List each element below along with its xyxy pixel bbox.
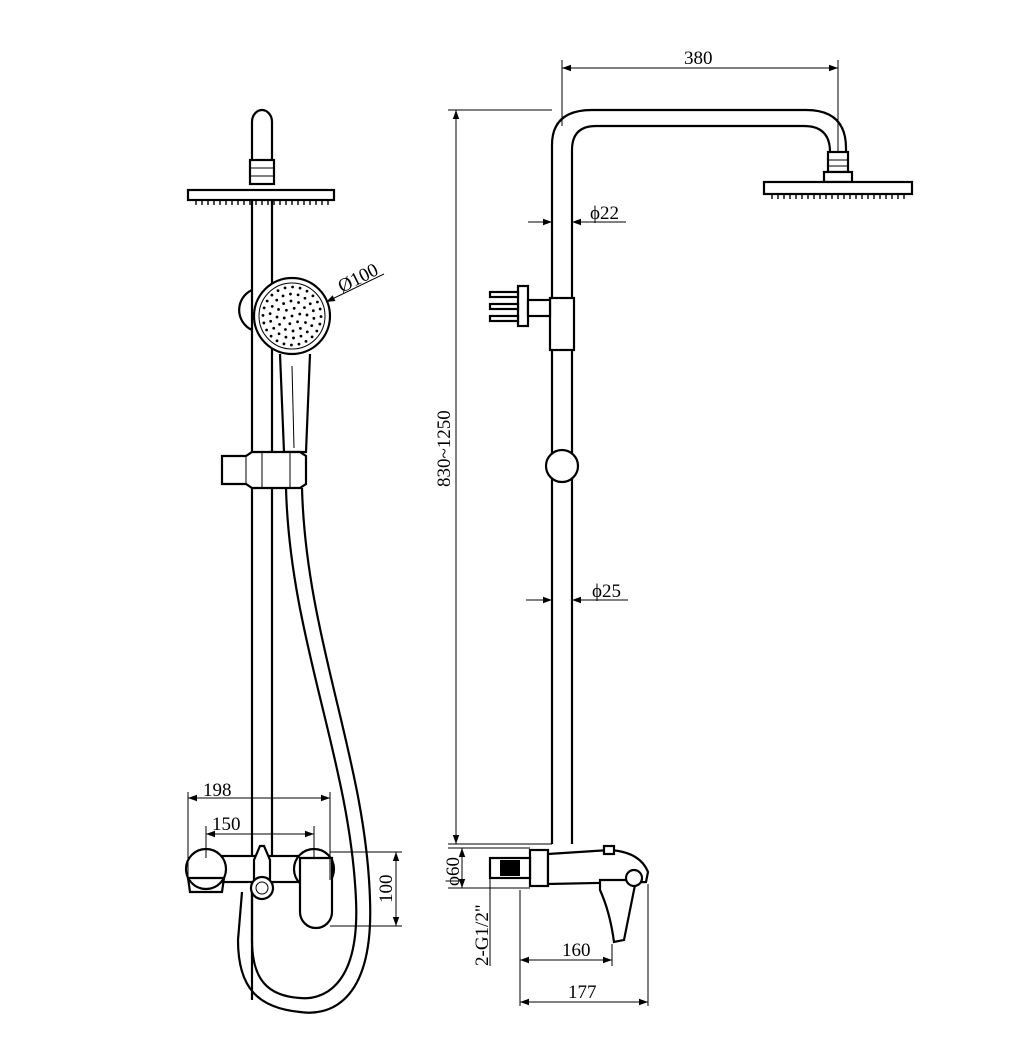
escutcheon-side xyxy=(528,848,550,888)
hose-outer xyxy=(250,487,358,1000)
nozzle-dot xyxy=(303,306,306,309)
nozzle-dot xyxy=(262,321,266,325)
front-view: 198 150 100 Ø100 xyxy=(184,108,402,1014)
nozzle-dot xyxy=(298,286,302,290)
nozzle-dot xyxy=(275,339,279,343)
hose-outlet xyxy=(249,875,275,901)
riser-arm-inner xyxy=(570,124,832,844)
dim-arm-reach: 380 xyxy=(684,48,713,69)
diverter-knob xyxy=(252,844,272,882)
nozzle-dot xyxy=(284,335,288,339)
dim-spout-projection: 160 xyxy=(562,940,591,961)
nozzle-dot xyxy=(297,301,300,304)
nozzle-dot xyxy=(312,316,316,320)
nozzle-dot xyxy=(308,302,312,306)
nozzle-dot xyxy=(291,285,294,289)
overhead-side-nozzles xyxy=(771,194,905,199)
rail-connector-nut xyxy=(248,158,276,186)
nozzle-dot xyxy=(316,300,319,304)
nozzle-dot xyxy=(299,334,303,338)
nozzle-dot xyxy=(277,308,280,311)
nozzle-dot xyxy=(318,322,322,326)
overhead-shower-plate xyxy=(186,188,336,202)
nozzle-dot xyxy=(298,312,302,316)
nozzle-dot xyxy=(315,329,319,333)
nozzle-dot xyxy=(319,315,323,318)
rail-top-cap xyxy=(250,108,274,160)
slider-knob xyxy=(544,448,580,484)
nozzle-dot xyxy=(304,340,308,343)
nozzle-dot xyxy=(282,316,286,320)
nozzle-dot xyxy=(297,342,301,346)
nozzle-dot xyxy=(277,332,281,336)
nozzle-dot xyxy=(285,308,288,312)
nozzle-dot xyxy=(284,328,287,331)
hose-inner xyxy=(236,487,372,1014)
nozzle-dot xyxy=(289,292,292,296)
nozzle-dot xyxy=(270,304,274,308)
nozzle-dot xyxy=(262,306,266,310)
dim-inlet-center: 150 xyxy=(212,814,241,835)
nozzle-dot xyxy=(276,289,280,292)
nozzle-dot xyxy=(270,293,274,297)
dim-handshower-diameter: Ø100 xyxy=(335,260,382,298)
overhead-nozzles xyxy=(195,200,329,205)
nozzle-dot xyxy=(299,327,302,330)
nozzle-dot xyxy=(282,342,286,346)
nozzle-dot xyxy=(278,323,281,326)
nozzle-dot xyxy=(305,330,309,334)
dim-height-range: 830~1250 xyxy=(434,410,455,487)
nozzle-dot xyxy=(265,328,268,332)
nozzle-dot xyxy=(288,322,292,326)
riser-arm-outer xyxy=(550,108,848,844)
nozzle-dot xyxy=(289,299,293,303)
handshower-handle xyxy=(278,353,312,454)
nozzle-dot xyxy=(275,298,279,302)
nozzle-dot xyxy=(275,315,279,319)
handshower-nozzles xyxy=(261,285,323,347)
nozzle-dot xyxy=(268,312,272,316)
nozzle-dot xyxy=(296,293,300,297)
nozzle-dot xyxy=(291,329,295,333)
dim-mixer-width: 198 xyxy=(203,780,232,801)
slider-clamp xyxy=(220,450,308,490)
nozzle-dot xyxy=(292,336,295,340)
inlet-thread xyxy=(500,860,520,876)
holder-bracket xyxy=(238,289,253,331)
dim-lower-pipe: ϕ25 xyxy=(592,581,621,602)
dim-upper-pipe: ϕ22 xyxy=(590,203,619,224)
overhead-connector xyxy=(826,150,850,174)
nozzle-dot xyxy=(281,294,285,298)
dim-total-projection: 177 xyxy=(568,982,597,1003)
nozzle-dot xyxy=(265,299,269,303)
nozzle-dot xyxy=(305,313,309,317)
nozzle-dot xyxy=(311,309,315,313)
nozzle-dot xyxy=(283,286,287,290)
holder-sleeve xyxy=(548,296,576,352)
nozzle-dot xyxy=(304,321,307,324)
nozzle-dot xyxy=(269,334,273,338)
nozzle-dot xyxy=(290,314,294,318)
nozzle-dot xyxy=(310,335,314,339)
spout-lever xyxy=(598,878,638,944)
overhead-shower-side xyxy=(762,180,914,196)
nozzle-dot xyxy=(303,296,307,300)
nozzle-dot xyxy=(269,319,273,323)
nozzle-dot xyxy=(318,307,322,311)
dim-inlet-thread: 2-G1/2" xyxy=(472,904,493,966)
nozzle-dot xyxy=(282,302,285,305)
nozzle-dot xyxy=(296,320,299,324)
nozzle-dot xyxy=(290,343,293,347)
dim-escutcheon-diameter: ϕ60 xyxy=(443,857,464,886)
nozzle-dot xyxy=(305,289,309,293)
nozzle-dot xyxy=(311,294,315,298)
nozzle-dot xyxy=(272,326,276,330)
nozzle-dot xyxy=(310,324,314,328)
nozzle-dot xyxy=(261,314,265,317)
mixer-lever xyxy=(298,856,334,930)
side-view: 380 830~1250 ϕ22 ϕ25 ϕ60 2-G1/2" 160 177 xyxy=(434,48,914,1006)
nozzle-dot xyxy=(292,306,296,310)
dim-mixer-height: 100 xyxy=(376,875,397,904)
